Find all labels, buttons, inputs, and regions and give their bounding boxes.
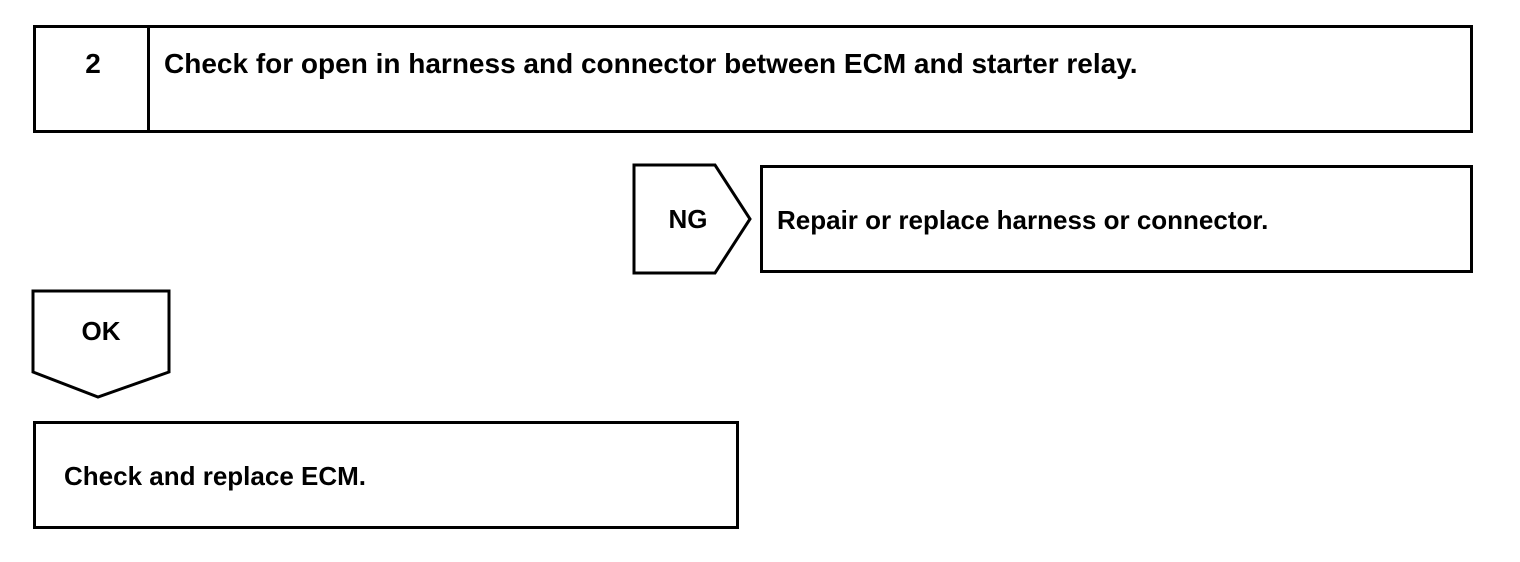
step-number-cell: 2 [36, 28, 150, 130]
ok-label: OK [81, 316, 121, 346]
step-number: 2 [85, 48, 101, 79]
ng-tag-outline [632, 163, 752, 275]
ng-result-box: Repair or replace harness or connector. [760, 165, 1473, 273]
ok-result-text: Check and replace ECM. [64, 461, 366, 491]
ok-tag-outline [31, 289, 171, 399]
ng-result-text: Repair or replace harness or connector. [777, 205, 1269, 235]
ok-result-box: Check and replace ECM. [33, 421, 739, 529]
step-box: 2 Check for open in harness and connecto… [33, 25, 1473, 133]
ng-label: NG [668, 204, 708, 234]
step-title: Check for open in harness and connector … [164, 48, 1138, 79]
